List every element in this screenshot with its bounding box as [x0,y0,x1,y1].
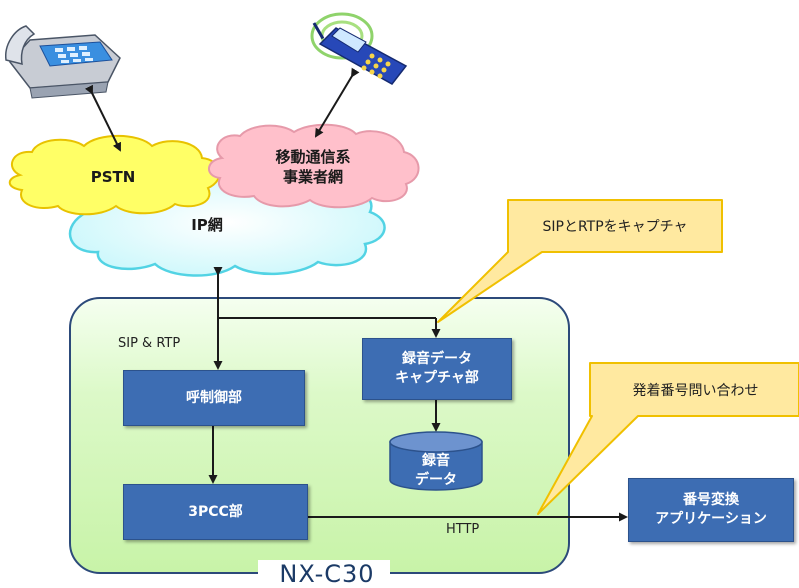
recording-data-cylinder [389,431,483,491]
callout-capture-text: SIPとRTPをキャプチャ [542,219,688,235]
mobile-phone-icon [310,12,408,85]
pstn-cloud [8,134,221,216]
system-title: NX-C30 [279,560,375,588]
number-app-label-line2: アプリケーション [655,511,767,527]
ip-label: IP網 [191,216,223,234]
http-label: HTTP [446,522,480,537]
pstn-label: PSTN [90,168,136,186]
capture-label-line1: 録音データ [402,351,472,367]
call-control-label: 呼制御部 [186,389,242,406]
callout-capture-shape [437,199,723,323]
capture-label-line2: キャプチャ部 [395,370,479,386]
capture-box: 録音データ キャプチャ部 [362,338,512,400]
recording-data-label-line2: データ [415,472,457,488]
number-app-label-line1: 番号変換 [683,492,739,508]
number-app-box: 番号変換 アプリケーション [628,478,794,542]
desk-phone-icon [5,25,121,99]
link-mobile-network [314,67,360,138]
mobile-cloud [208,123,420,209]
callout-inquiry-text: 発着番号問い合わせ [632,383,759,399]
mobile-label-line1: 移動通信系 [275,148,351,166]
sip-rtp-label: SIP & RTP [118,336,181,351]
callout-inquiry-shape [537,362,799,515]
mobile-label-line2: 事業者網 [282,168,343,186]
link-phone-pstn [84,84,121,152]
pcc-box: 3PCC部 [123,484,308,540]
pcc-label: 3PCC部 [188,503,243,520]
recording-data-label-line1: 録音 [422,453,450,469]
call-control-box: 呼制御部 [123,370,305,426]
